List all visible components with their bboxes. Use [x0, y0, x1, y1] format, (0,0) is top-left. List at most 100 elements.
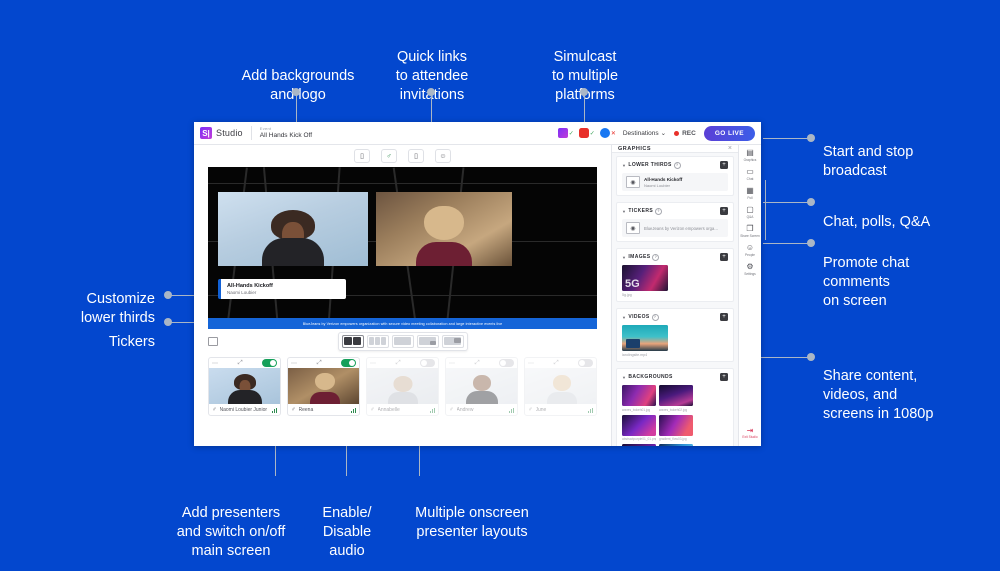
section-title: LOWER THIRDS [628, 162, 672, 168]
background-item[interactable]: cyanwave_bg04.png [659, 444, 693, 446]
check-icon: ✓ [589, 130, 595, 137]
presenter-tile[interactable]: ⋯ ⤢ ♂ Andrew [445, 357, 518, 416]
background-caption: waves_bokeh01.jpg [622, 407, 651, 412]
help-icon[interactable]: ? [651, 313, 659, 321]
microphone-icon[interactable]: ♂ [449, 406, 454, 413]
leader-dot [427, 88, 435, 96]
layout-content-plus-speaker[interactable] [441, 334, 464, 348]
expand-icon[interactable]: ⤢ [474, 359, 480, 366]
help-icon[interactable]: ? [655, 207, 663, 215]
expand-icon[interactable]: ⤢ [316, 359, 322, 366]
background-item[interactable]: waves_bokeh02.jpg [659, 385, 693, 412]
video-item[interactable]: landingsite.mp4 [622, 325, 728, 357]
leader-dot [807, 198, 815, 206]
help-icon[interactable]: ? [673, 161, 681, 169]
layout-three-column[interactable] [366, 334, 389, 348]
layout-picture-in-picture[interactable] [416, 334, 439, 348]
more-options-icon[interactable]: ⋯ [449, 360, 456, 367]
background-caption: waves_bokeh02.jpg [659, 407, 688, 412]
audio-level-icon [271, 407, 277, 413]
more-options-icon[interactable]: ⋯ [212, 360, 219, 367]
caret-down-icon[interactable]: ▼ [622, 162, 627, 168]
section-title-wrap: ▼ IMAGES ? [622, 253, 660, 261]
add-background-button[interactable]: + [720, 373, 728, 381]
presenter-onscreen-toggle[interactable] [262, 359, 277, 367]
preview-pane-primary[interactable] [218, 192, 368, 266]
youtube-icon[interactable] [578, 128, 589, 138]
go-live-button[interactable]: GO LIVE [703, 125, 755, 141]
section-videos: ▼ VIDEOS ? + landingsite.mp4 [616, 308, 734, 362]
ticker-item[interactable]: ◉ BlueJeans by Verizon empowers orga… [622, 219, 728, 237]
preview-pane-secondary[interactable] [376, 192, 512, 266]
microphone-icon[interactable]: ♂ [291, 406, 296, 413]
share-screen-icon: ❐ [746, 224, 754, 234]
section-title: VIDEOS [628, 314, 650, 320]
add-video-button[interactable]: + [720, 313, 728, 321]
caret-down-icon[interactable]: ▼ [622, 208, 627, 214]
caret-down-icon[interactable]: ▼ [622, 254, 627, 260]
camera-icon[interactable]: ▯ [354, 149, 370, 163]
expand-icon[interactable]: ⤢ [237, 359, 243, 366]
presenter-thumbnail [288, 368, 359, 404]
presenter-tile-header: ⋯ ⤢ [367, 358, 438, 368]
presenter-onscreen-toggle[interactable] [499, 359, 514, 367]
more-options-icon[interactable]: ⋯ [291, 360, 298, 367]
background-item[interactable]: gradient_flow03.jpg [659, 414, 693, 441]
rail-item-people[interactable]: ☺ People [739, 244, 761, 257]
event-info: Event All Hands Kick Off [260, 127, 312, 139]
presenter-tile[interactable]: ⋯ ⤢ ♂ June [524, 357, 597, 416]
leader-line [763, 138, 811, 140]
microphone-icon[interactable]: ♂ [528, 406, 533, 413]
close-icon: ✕ [610, 130, 616, 137]
lower-third-item[interactable]: ◉ All-Hands Kickoff Naomi Loubier [622, 173, 728, 191]
callout-layouts: Multiple onscreen presenter layouts [393, 485, 551, 542]
add-participant-icon[interactable]: ☺ [435, 149, 451, 163]
more-options-icon[interactable]: ⋯ [528, 360, 535, 367]
expand-icon[interactable]: ⤢ [553, 359, 559, 366]
record-button[interactable]: REC [674, 130, 696, 137]
microphone-icon[interactable]: ♂ [212, 406, 217, 413]
instagram-icon[interactable] [557, 128, 568, 138]
screen-share-icon[interactable]: ▯ [408, 149, 424, 163]
callout-text: Add presenters and switch on/off main sc… [176, 505, 286, 559]
background-item[interactable]: neon_swirl_02.jpg [622, 444, 656, 446]
rail-item-share-screen[interactable]: ❐ Share Screen [739, 225, 761, 238]
destinations-dropdown[interactable]: Destinations ⌄ [623, 129, 666, 138]
layout-two-pane[interactable] [341, 334, 364, 348]
help-icon[interactable]: ? [652, 253, 660, 261]
rail-item-poll[interactable]: ▦ Poll [739, 187, 761, 200]
rail-item-settings[interactable]: ⚙ Settings [739, 263, 761, 276]
background-item[interactable]: waves_bokeh01.jpg [622, 385, 656, 412]
presenter-name: Reena [298, 406, 314, 413]
social-destinations: ✓ ✓ ✕ [557, 128, 616, 138]
add-image-button[interactable]: + [720, 253, 728, 261]
background-thumbnail [622, 385, 656, 406]
microphone-icon[interactable]: ♂ [381, 149, 397, 163]
add-lower-third-button[interactable]: + [720, 161, 728, 169]
presenter-tile[interactable]: ⋯ ⤢ ♂ Naomi Loubier Junior [208, 357, 281, 416]
rail-item-exit-studio[interactable]: ⇥ Exit Studio [739, 426, 761, 440]
rail-item-graphics[interactable]: ▤ Graphics [739, 149, 761, 162]
caret-down-icon[interactable]: ▼ [622, 314, 627, 320]
section-header: ▼ IMAGES ? + [622, 253, 728, 261]
background-item[interactable]: abstractpurple01_01.png [622, 414, 656, 441]
add-ticker-button[interactable]: + [720, 207, 728, 215]
section-lower-thirds: ▼ LOWER THIRDS ? + ◉ All-Hands Kickoff N… [616, 156, 734, 196]
expand-icon[interactable]: ⤢ [395, 359, 401, 366]
presenter-tile[interactable]: ⋯ ⤢ ♂ Reena [287, 357, 360, 416]
caret-down-icon[interactable]: ▼ [622, 374, 627, 380]
presenter-tile[interactable]: ⋯ ⤢ ♂ Annabelle [366, 357, 439, 416]
rail-item-qa[interactable]: ▢ Q&A [739, 206, 761, 219]
leader-dot [580, 88, 588, 96]
facebook-icon[interactable] [599, 128, 610, 138]
image-item[interactable]: 5G 5g.jpg [622, 265, 728, 297]
rail-item-chat[interactable]: ▭ Chat [739, 168, 761, 181]
more-options-icon[interactable]: ⋯ [370, 360, 377, 367]
microphone-icon[interactable]: ♂ [370, 406, 375, 413]
record-label: REC [682, 129, 696, 137]
presenter-onscreen-toggle[interactable] [341, 359, 356, 367]
layout-single-large[interactable] [391, 334, 414, 348]
presenter-onscreen-toggle[interactable] [420, 359, 435, 367]
presenter-onscreen-toggle[interactable] [578, 359, 593, 367]
close-icon[interactable]: × [727, 145, 732, 152]
